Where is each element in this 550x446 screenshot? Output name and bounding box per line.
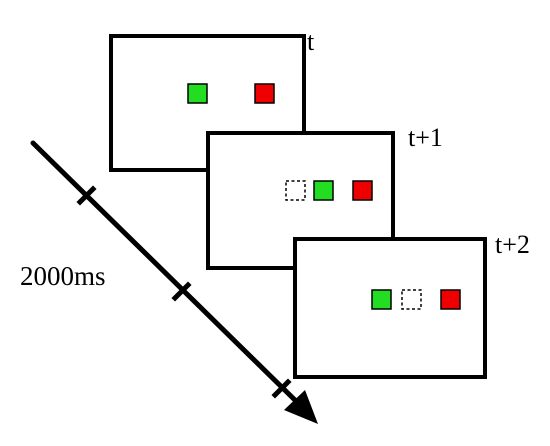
timeline-tick-2 [171, 281, 192, 302]
frame-t-red-square [254, 83, 275, 104]
duration-label: 2000ms [20, 261, 106, 291]
timeline-arrowhead [284, 390, 318, 424]
frame-t-plus-2-red-square [440, 289, 461, 310]
timeline-tick-3 [271, 378, 292, 399]
frame-t-green-square [187, 83, 208, 104]
frame-t-plus-1-red-square [352, 180, 373, 201]
timeline-arrow [30, 140, 318, 424]
frame-t-plus-2: t+2 [293, 230, 530, 379]
frame-t-plus-2-empty-square [401, 289, 422, 310]
timeline-line [30, 140, 303, 408]
frame-t-plus-1-label: t+1 [408, 123, 443, 152]
timeline-tick-1 [76, 185, 97, 206]
frame-t-plus-1-empty-square [285, 180, 306, 201]
frame-t-plus-2-green-square [371, 289, 392, 310]
frame-t-label: t [307, 27, 315, 56]
frame-t-plus-1-green-square [313, 180, 334, 201]
frame-t-plus-2-label: t+2 [495, 230, 530, 259]
